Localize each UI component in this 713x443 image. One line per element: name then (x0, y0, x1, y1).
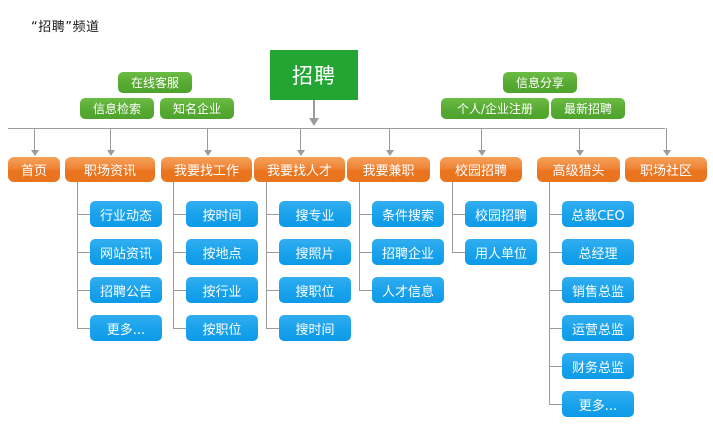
child-stub-line (266, 214, 283, 215)
child-stub-line (77, 214, 94, 215)
arrow-down-icon (309, 118, 319, 126)
sub-item-4-4[interactable]: 搜时间 (279, 315, 351, 341)
arrow-down-icon (30, 150, 39, 156)
child-stub-line (549, 252, 566, 253)
horizontal-bus-line (8, 128, 665, 129)
arrow-down-icon (477, 150, 486, 156)
child-spine-line (549, 182, 550, 404)
nav-item-6[interactable]: 校园招聘 (440, 157, 522, 182)
sub-item-3-1[interactable]: 按时间 (186, 201, 258, 227)
sub-item-7-1[interactable]: 总裁CEO (562, 201, 634, 227)
arrow-down-icon (106, 150, 115, 156)
sub-item-6-1[interactable]: 校园招聘 (465, 201, 537, 227)
nav-drop-line (481, 128, 482, 151)
nav-item-8[interactable]: 职场社区 (625, 157, 707, 182)
sub-item-7-4[interactable]: 运营总监 (562, 315, 634, 341)
child-stub-line (173, 290, 190, 291)
sub-item-4-3[interactable]: 搜职位 (279, 277, 351, 303)
child-spine-line (452, 182, 453, 252)
sub-item-3-4[interactable]: 按职位 (186, 315, 258, 341)
arrow-down-icon (203, 150, 212, 156)
sub-item-7-6[interactable]: 更多... (562, 391, 634, 417)
nav-drop-line (666, 128, 667, 151)
nav-drop-line (579, 128, 580, 151)
nav-item-1[interactable]: 首页 (8, 157, 60, 182)
nav-item-3[interactable]: 我要找工作 (161, 157, 252, 182)
nav-drop-line (110, 128, 111, 151)
child-stub-line (77, 252, 94, 253)
child-stub-line (266, 290, 283, 291)
sub-item-5-1[interactable]: 条件搜索 (372, 201, 444, 227)
green-label-pill[interactable]: 最新招聘 (551, 98, 625, 119)
arrow-down-icon (296, 150, 305, 156)
sub-item-7-2[interactable]: 总经理 (562, 239, 634, 265)
root-node-recruitment[interactable]: 招聘 (270, 50, 358, 100)
child-stub-line (549, 404, 566, 405)
nav-item-7[interactable]: 高级猎头 (537, 157, 620, 182)
green-label-pill[interactable]: 信息检索 (80, 98, 154, 119)
sub-item-5-3[interactable]: 人才信息 (372, 277, 444, 303)
nav-drop-line (389, 128, 390, 151)
child-stub-line (77, 328, 94, 329)
green-label-pill[interactable]: 个人/企业注册 (441, 98, 549, 119)
child-spine-line (77, 182, 78, 328)
child-stub-line (452, 252, 469, 253)
child-stub-line (549, 214, 566, 215)
child-stub-line (452, 214, 469, 215)
arrow-down-icon (575, 150, 584, 156)
child-spine-line (266, 182, 267, 328)
sub-item-3-2[interactable]: 按地点 (186, 239, 258, 265)
sub-item-2-3[interactable]: 招聘公告 (90, 277, 162, 303)
child-stub-line (173, 328, 190, 329)
child-stub-line (266, 252, 283, 253)
sub-item-6-2[interactable]: 用人单位 (465, 239, 537, 265)
green-label-pill[interactable]: 在线客服 (118, 72, 192, 93)
child-stub-line (173, 252, 190, 253)
arrow-down-icon (385, 150, 394, 156)
child-stub-line (266, 328, 283, 329)
sub-item-2-1[interactable]: 行业动态 (90, 201, 162, 227)
nav-drop-line (207, 128, 208, 151)
child-stub-line (359, 252, 376, 253)
child-stub-line (359, 290, 376, 291)
child-stub-line (549, 366, 566, 367)
child-spine-line (173, 182, 174, 328)
child-stub-line (173, 214, 190, 215)
page-title: “招聘”频道 (31, 20, 100, 35)
child-stub-line (549, 328, 566, 329)
nav-item-4[interactable]: 我要找人才 (254, 157, 345, 182)
nav-item-5[interactable]: 我要兼职 (347, 157, 430, 182)
root-connector-stem (313, 100, 315, 120)
nav-drop-line (34, 128, 35, 151)
sub-item-4-2[interactable]: 搜照片 (279, 239, 351, 265)
green-label-pill[interactable]: 信息分享 (503, 72, 577, 93)
sub-item-4-1[interactable]: 搜专业 (279, 201, 351, 227)
nav-item-2[interactable]: 职场资讯 (65, 157, 155, 182)
child-spine-line (359, 182, 360, 290)
sub-item-2-2[interactable]: 网站资讯 (90, 239, 162, 265)
arrow-down-icon (662, 150, 671, 156)
green-label-pill[interactable]: 知名企业 (160, 98, 234, 119)
sub-item-3-3[interactable]: 按行业 (186, 277, 258, 303)
nav-drop-line (300, 128, 301, 151)
child-stub-line (359, 214, 376, 215)
sub-item-5-2[interactable]: 招聘企业 (372, 239, 444, 265)
sub-item-7-3[interactable]: 销售总监 (562, 277, 634, 303)
child-stub-line (549, 290, 566, 291)
sub-item-7-5[interactable]: 财务总监 (562, 353, 634, 379)
sub-item-2-4[interactable]: 更多... (90, 315, 162, 341)
child-stub-line (77, 290, 94, 291)
